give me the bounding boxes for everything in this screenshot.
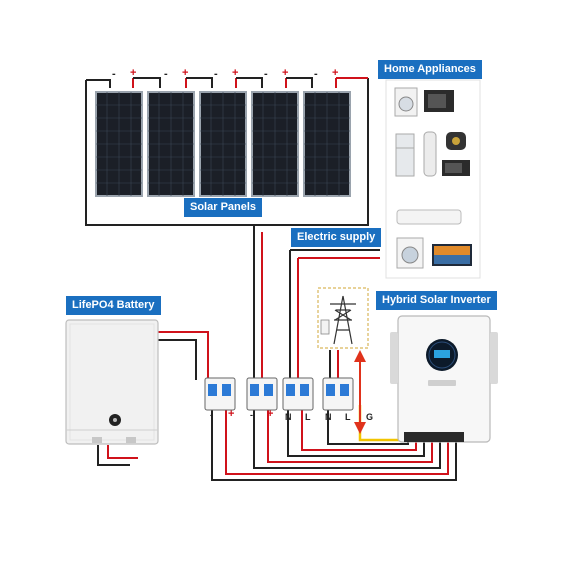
panel-3-negative: - (214, 68, 218, 80)
grid-breaker-l: L (305, 412, 311, 422)
panel-2-negative: - (164, 68, 168, 80)
label-hybrid-inverter: Hybrid Solar Inverter (376, 291, 497, 310)
solar-breaker-negative: - (250, 410, 253, 420)
panel-5-positive: + (332, 67, 339, 79)
breaker-solar[interactable] (246, 377, 278, 411)
label-battery: LifePO4 Battery (66, 296, 161, 315)
breaker-load[interactable] (322, 377, 354, 411)
load-breaker-n: N (325, 412, 332, 422)
home-appliances-panel (385, 79, 481, 279)
label-home-appliances: Home Appliances (378, 60, 482, 79)
battery-breaker-negative: - (210, 410, 213, 420)
microwave-icon (442, 160, 470, 176)
breaker-grid[interactable] (282, 377, 314, 411)
rice-cooker-icon (446, 132, 466, 150)
load-breaker-l: L (345, 412, 351, 422)
panel-3-positive: + (232, 67, 239, 79)
label-electric-supply: Electric supply (291, 228, 382, 247)
panel-wiring (85, 77, 369, 226)
panel-5-negative: - (314, 68, 318, 80)
fridge-icon (395, 133, 415, 177)
air-conditioner-icon (396, 209, 462, 225)
solar-panel-3 (199, 91, 247, 197)
lifepo4-battery (65, 319, 159, 445)
solar-panel-4 (251, 91, 299, 197)
panel-4-positive: + (282, 67, 289, 79)
washing-machine-2-icon (396, 237, 424, 269)
solar-panel-1 (95, 91, 143, 197)
panel-4-negative: - (264, 68, 268, 80)
grid-breaker-n: N (285, 412, 292, 422)
solar-panel-2 (147, 91, 195, 197)
panel-1-positive: + (130, 67, 137, 79)
label-solar-panels: Solar Panels (184, 198, 263, 217)
breaker-battery[interactable] (204, 377, 236, 411)
flow-arrow-icon (354, 350, 366, 434)
hybrid-inverter (390, 315, 498, 443)
solar-panel-5 (303, 91, 351, 197)
panel-2-positive: + (182, 67, 189, 79)
panel-1-negative: - (112, 68, 116, 80)
air-purifier-icon (423, 131, 437, 177)
grid-pylon-icon (317, 287, 369, 349)
oven-icon (424, 90, 454, 112)
television-icon (432, 244, 472, 266)
washing-machine-icon (394, 87, 418, 117)
battery-breaker-positive: + (228, 408, 235, 420)
load-breaker-g: G (366, 412, 374, 422)
solar-breaker-positive: + (267, 408, 274, 420)
